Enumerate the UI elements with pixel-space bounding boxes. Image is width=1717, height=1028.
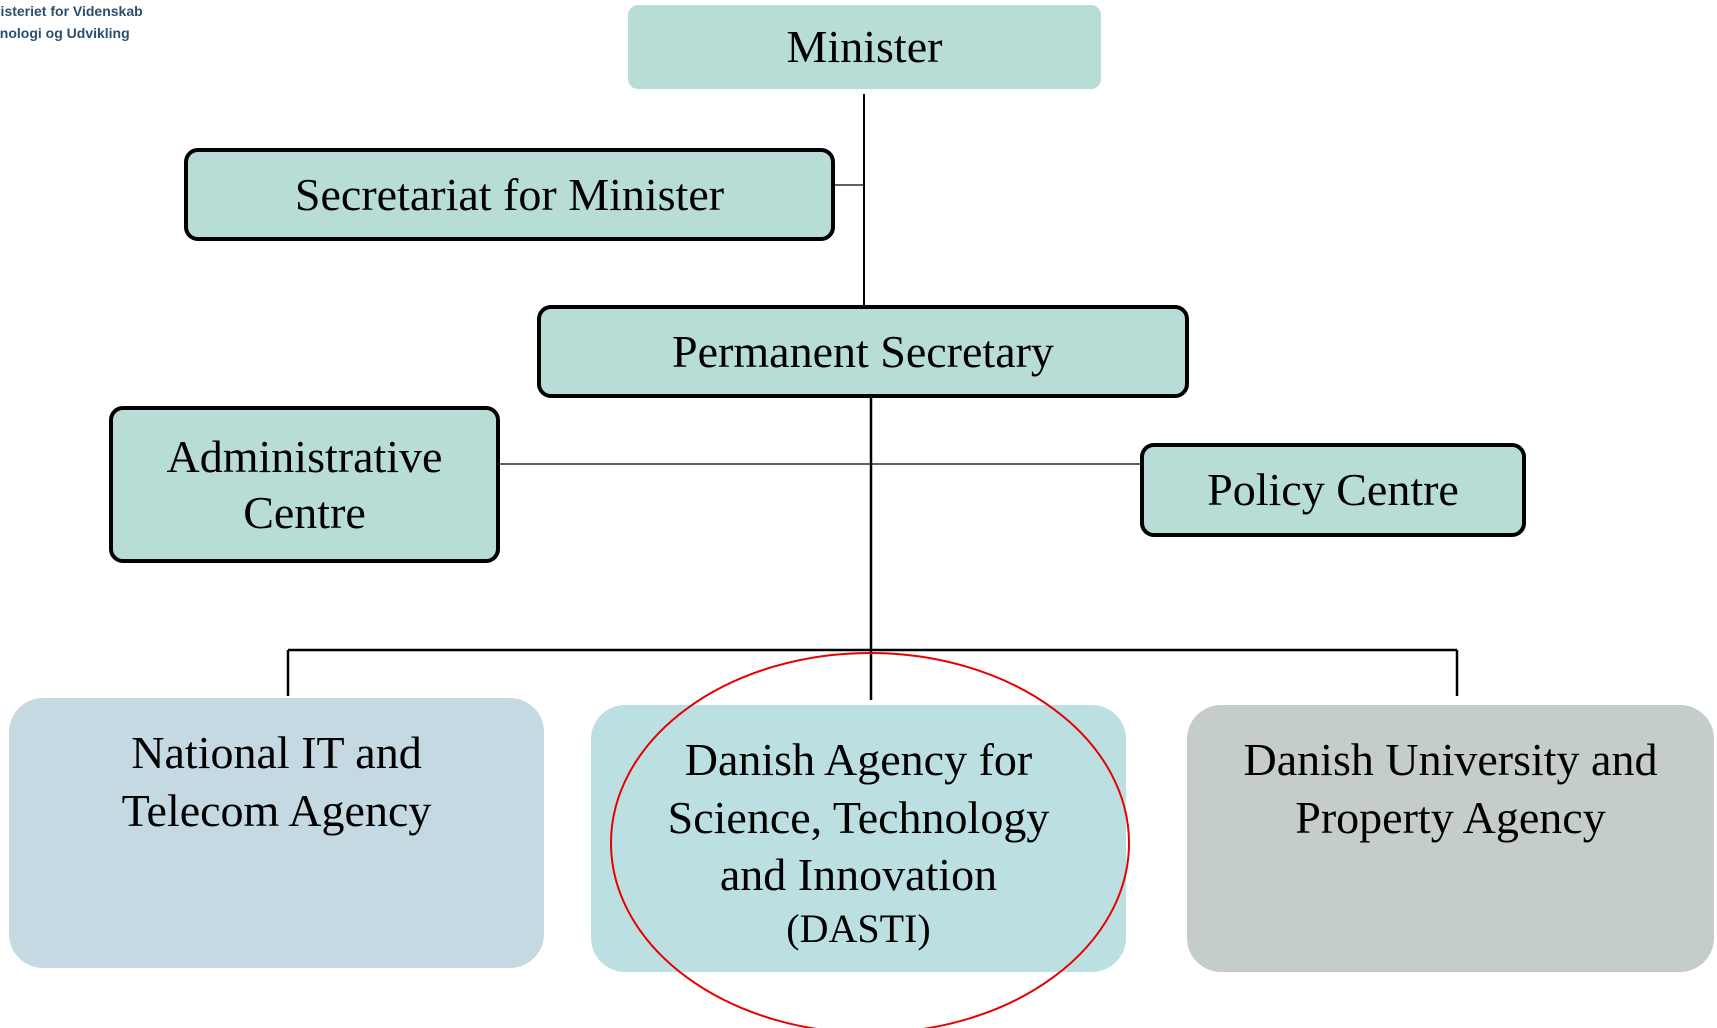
- dasti-label-line-2: Science, Technology: [667, 791, 1050, 843]
- logo-text-line-1: nisteriet for Videnskab: [0, 3, 143, 19]
- dasti-abbreviation: (DASTI): [786, 905, 931, 951]
- university-property-label-line-2: Property Agency: [1295, 791, 1606, 843]
- permanent-secretary-label: Permanent Secretary: [672, 325, 1054, 377]
- secretariat-box: Secretariat for Minister: [184, 148, 835, 241]
- dasti-label-line-3: and Innovation: [719, 849, 998, 900]
- national-it-label-line-1: National IT and: [131, 727, 422, 778]
- administrative-centre-label-line-1: Administrative: [166, 431, 443, 483]
- policy-centre-box: Policy Centre: [1140, 443, 1526, 537]
- administrative-centre-box: Administrative Centre: [109, 406, 500, 563]
- permanent-secretary-box: Permanent Secretary: [537, 305, 1189, 398]
- dasti-box: Danish Agency for Science, Technology an…: [591, 705, 1126, 972]
- national-it-agency-box: National IT and Telecom Agency: [9, 698, 544, 968]
- minister-label: Minister: [786, 21, 943, 73]
- policy-centre-label: Policy Centre: [1207, 464, 1459, 516]
- university-property-agency-box: Danish University and Property Agency: [1187, 705, 1714, 972]
- administrative-centre-label-line-2: Centre: [243, 486, 366, 538]
- secretariat-label: Secretariat for Minister: [294, 168, 725, 220]
- national-it-label-line-2: Telecom Agency: [121, 784, 432, 836]
- logo-text-line-2: knologi og Udvikling: [0, 25, 130, 41]
- dasti-label-line-1: Danish Agency for: [684, 734, 1033, 785]
- university-property-label-line-1: Danish University and: [1243, 734, 1658, 785]
- ministry-logo: nisteriet for Videnskab knologi og Udvik…: [0, 0, 143, 44]
- minister-box: Minister: [628, 5, 1101, 89]
